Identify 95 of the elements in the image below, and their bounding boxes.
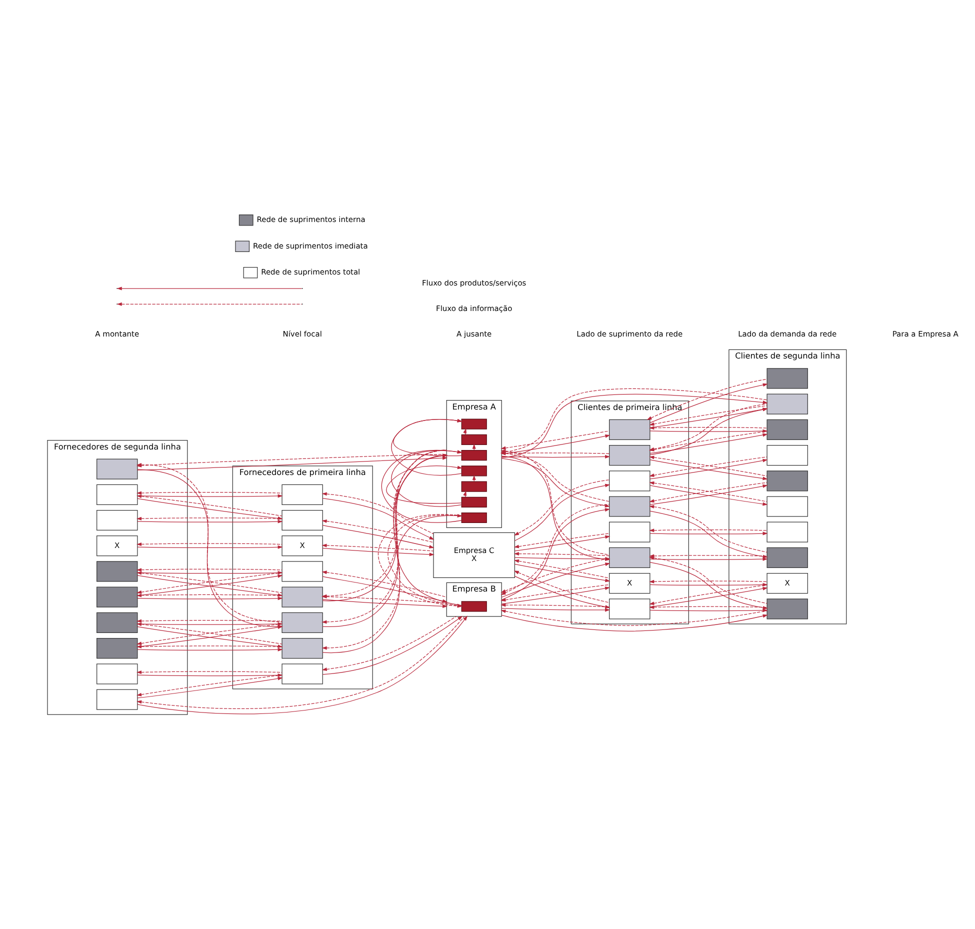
arrow: [650, 532, 768, 536]
arrow: [322, 544, 434, 552]
arrow: [322, 492, 434, 534]
node-box: [766, 496, 808, 517]
node-box: [766, 419, 808, 440]
arrow: [136, 568, 282, 572]
arrow: [501, 454, 610, 458]
node-box: [96, 484, 138, 505]
arrow: [500, 452, 610, 502]
arrow: [650, 582, 768, 586]
node-box: [461, 450, 487, 461]
arrow: [514, 480, 610, 536]
node-box: [766, 547, 808, 568]
node-box: [609, 419, 650, 440]
arrow: [514, 535, 610, 552]
node-box: [96, 664, 138, 684]
node-box: [461, 466, 487, 476]
cluster: Empresa B: [446, 582, 502, 617]
arrow: [137, 545, 283, 549]
node-box: [766, 598, 808, 620]
arrow: [500, 430, 610, 450]
node-box: [461, 418, 487, 430]
node-box: [766, 444, 808, 466]
node-box: [461, 512, 487, 524]
arrow: [136, 542, 282, 546]
arrow: [501, 562, 610, 598]
arrow: [514, 570, 610, 603]
arrow: [381, 450, 462, 523]
arrow: [650, 608, 768, 612]
arrow: [136, 619, 282, 623]
node-box: [96, 638, 138, 659]
arrow: [514, 484, 610, 542]
arrow: [463, 428, 467, 435]
node-box: [609, 522, 650, 542]
node-box: [766, 394, 808, 414]
node-box: [96, 561, 138, 582]
arrow: [322, 498, 434, 540]
arrow: [514, 552, 610, 556]
node-box: [96, 612, 138, 633]
node-box: [609, 470, 650, 492]
arrow: [514, 559, 610, 578]
arrow: [137, 498, 283, 520]
arrow: [649, 556, 768, 604]
node-box: [282, 638, 323, 659]
node-box: [609, 496, 650, 517]
node-box: [766, 368, 808, 389]
node-box: [609, 444, 650, 466]
arrow: [136, 670, 282, 674]
node-box: [96, 510, 138, 531]
arrow: [391, 418, 462, 476]
arrow: [136, 491, 282, 495]
arrow: [137, 520, 283, 524]
arrow: [650, 557, 768, 561]
arrow: [136, 516, 282, 520]
arrow: [137, 596, 283, 600]
arrow: [137, 494, 283, 498]
arrow: [649, 528, 768, 532]
node-box: [96, 458, 138, 480]
arrow: [501, 608, 610, 612]
arrow: [501, 458, 610, 508]
arrow: [500, 452, 610, 456]
arrow: [393, 418, 462, 456]
node-box: [282, 561, 323, 582]
arrow: [514, 576, 610, 609]
node-box: [609, 598, 650, 620]
arrow: [386, 465, 462, 504]
node-box: [766, 522, 808, 542]
node-box: [282, 612, 323, 633]
node-box: [96, 689, 138, 710]
arrow: [514, 564, 610, 582]
arrow: [322, 525, 434, 548]
cluster: Empresa A: [446, 400, 502, 528]
arrow: [500, 610, 768, 626]
node-box: [96, 586, 138, 608]
arrow: [137, 648, 283, 652]
arrow: [649, 505, 768, 553]
arrow: [649, 580, 768, 584]
arrow: [322, 519, 434, 543]
node-box: [282, 586, 323, 608]
node-box: [282, 664, 323, 684]
arrow: [136, 494, 282, 516]
node-box: [461, 496, 487, 508]
node-box: [282, 484, 323, 505]
arrow: [322, 548, 434, 556]
node-box: [461, 434, 487, 445]
node-box: [461, 481, 487, 492]
node-box: [282, 510, 323, 531]
node-box: [609, 547, 650, 568]
node-box: [461, 601, 487, 612]
arrow: [397, 514, 462, 606]
node-box: [766, 470, 808, 492]
arrow: [501, 614, 768, 632]
arrow: [137, 673, 283, 677]
arrow: [514, 533, 610, 548]
arrow: [391, 450, 462, 507]
